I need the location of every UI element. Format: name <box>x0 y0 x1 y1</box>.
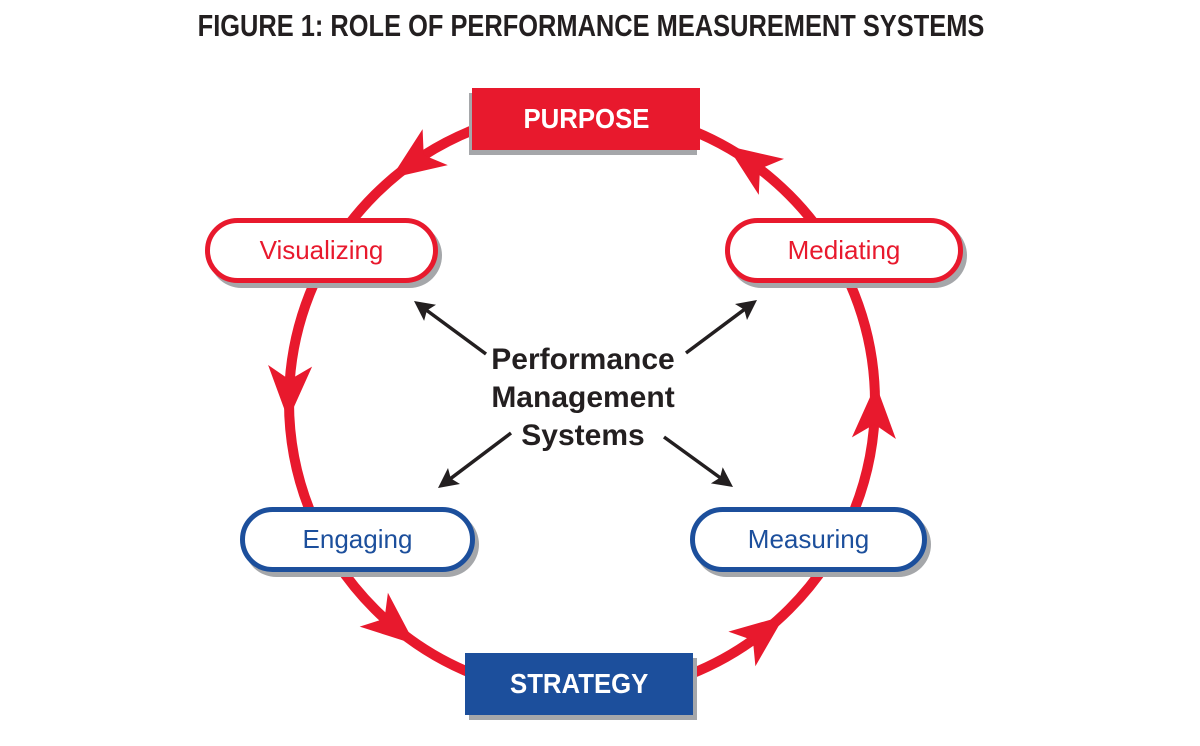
purpose-label: PURPOSE <box>523 103 649 134</box>
center-arrowhead-visualizing-icon <box>414 301 436 321</box>
cycle-arrowhead-measuring-to-mediating-icon <box>851 384 896 439</box>
cycle-arrowhead-purpose-to-visualizing-icon <box>391 129 448 179</box>
cycle-arrowhead-strategy-to-measuring-icon <box>728 615 785 667</box>
center-arrowhead-mediating-icon <box>735 300 757 320</box>
center-arrowhead-measuring-icon <box>710 467 733 487</box>
role-label-engaging: Engaging <box>302 524 413 554</box>
center-label-line1: Performance <box>491 343 675 376</box>
strategy-label: STRATEGY <box>509 668 649 699</box>
center-arrow-to-engaging <box>446 431 513 483</box>
strategy-node: STRATEGY <box>465 653 693 715</box>
role-pill-visualizing: Visualizing <box>205 218 438 283</box>
role-label-measuring: Measuring <box>747 524 870 554</box>
role-pill-engaging: Engaging <box>240 507 475 572</box>
center-arrow-to-measuring <box>662 435 725 482</box>
center-arrowhead-engaging-icon <box>438 468 460 488</box>
center-arrow-to-visualizing <box>422 306 488 356</box>
cycle-arrowhead-engaging-to-strategy-icon <box>359 592 416 645</box>
center-label-line3: Systems <box>521 419 645 452</box>
role-label-visualizing: Visualizing <box>259 235 384 265</box>
center-arrows <box>422 305 749 483</box>
role-pill-mediating: Mediating <box>725 218 963 283</box>
figure-title: FIGURE 1: ROLE OF PERFORMANCE MEASUREMEN… <box>197 8 985 43</box>
role-label-mediating: Mediating <box>787 235 901 265</box>
center-label-line2: Management <box>491 381 675 414</box>
cycle-arrowhead-visualizing-to-engaging-icon <box>268 365 313 420</box>
purpose-node: PURPOSE <box>472 88 700 150</box>
center-label: Performance Management Systems <box>430 341 736 455</box>
center-arrowheads <box>414 300 757 488</box>
cycle-arrowhead-mediating-to-purpose-icon <box>727 145 784 195</box>
role-pill-measuring: Measuring <box>690 507 927 572</box>
center-arrow-to-mediating <box>684 305 749 355</box>
